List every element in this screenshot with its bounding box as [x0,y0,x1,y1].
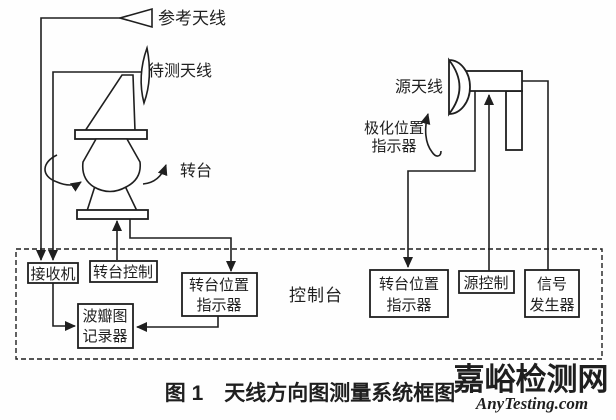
console-label: 控制台 [289,286,343,305]
line-indicator-to-recorder [136,316,219,332]
polarization-indicator-label-line1: 极化位置 [364,120,424,137]
reference-antenna: 参考天线 [117,7,226,29]
pattern-recorder-label-line2: 记录器 [82,328,127,345]
turntable-position-indicator-left-rect [181,272,258,317]
turntable-position-indicator-left-box: 转台位置 指示器 [181,272,258,317]
source-antenna-assembly: 源天线 极化位置 指示器 [364,57,523,157]
rotation-arrow-left [44,154,82,192]
source-antenna-label: 源天线 [395,78,443,96]
source-mount-bar [461,70,523,92]
signal-generator-label-line2: 发生器 [529,297,574,314]
console-enclosure: 控制台 [15,248,603,360]
turntable-position-indicator-right-line1: 转台位置 [379,276,439,293]
turntable-position-indicator-right-rect [369,269,449,318]
console-dashed-border [15,248,603,360]
figure-caption: 图 1 天线方向图测量系统框图 [165,381,456,405]
pattern-recorder-label-line1: 波瓣图 [82,308,127,325]
line-polarization-to-indicator [403,91,476,268]
watermark-en: AnyTesting.com [475,394,588,413]
turntable-baseplate [76,209,149,220]
turntable-dome [81,138,142,193]
turntable-position-indicator-left-line2: 指示器 [196,297,241,314]
receiver-box: 接收机 [27,262,79,284]
signal-generator-box-rect [524,269,580,318]
turntable-control-box: 转台控制 [89,260,158,283]
source-mount-arm [505,90,523,151]
turntable-position-indicator-right-line2: 指示器 [386,297,431,314]
line-receiver-to-recorder [52,283,76,331]
reference-antenna-horn [117,7,153,29]
watermark: 嘉峪检测网 AnyTesting.com [454,362,609,413]
turntable-crossbar [74,129,148,140]
turntable-position-indicator-right-box: 转台位置 指示器 [369,269,449,318]
source-dish [448,57,471,117]
source-control-box: 源控制 [458,270,515,294]
source-control-box-rect [458,270,515,294]
rotation-arrow-right [142,164,168,185]
polarization-indicator-label-line2: 指示器 [371,138,416,155]
aut-turntable-assembly: 待测天线 转台 [44,45,212,220]
turntable-label: 转台 [180,162,212,180]
aut-reflector [140,45,151,106]
turntable-position-indicator-left-line1: 转台位置 [189,277,249,294]
reference-antenna-label: 参考天线 [158,9,226,28]
signal-generator-box: 信号 发生器 [524,269,580,318]
receiver-label: 接收机 [30,266,75,283]
signal-lines [36,17,549,332]
line-aut-to-receiver [48,71,141,261]
watermark-cn: 嘉峪检测网 [454,362,609,397]
polarization-rotation-arrow [420,113,442,157]
line-turntable-to-indicator [129,219,236,272]
aut-label: 待测天线 [148,62,212,80]
turntable-mast [83,74,136,132]
turntable-control-box-rect [89,260,158,283]
pattern-recorder-box-rect [77,303,134,349]
turntable-control-label: 转台控制 [93,264,153,281]
signal-generator-label-line1: 信号 [537,276,567,293]
receiver-box-rect [27,262,79,284]
equipment-boxes: 接收机 转台控制 波瓣图 记录器 转台位置 指示器 转台位置 指示器 源控制 信… [27,260,580,349]
pattern-recorder-box: 波瓣图 记录器 [77,303,134,349]
line-reference-to-receiver [36,17,120,261]
source-control-label: 源控制 [463,275,508,292]
